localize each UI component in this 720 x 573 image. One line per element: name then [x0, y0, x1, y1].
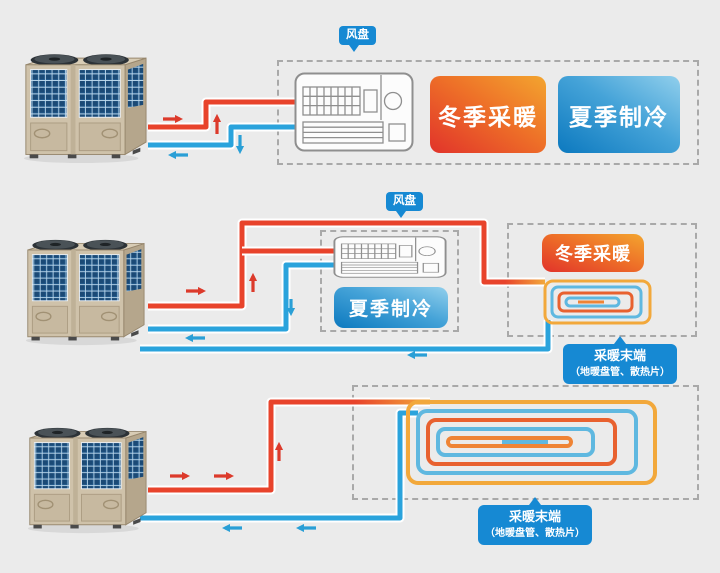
heating-terminal-subtitle: （地暖盘管、散热片）	[570, 366, 670, 378]
floor-heating-coil-small	[543, 279, 652, 325]
row3-floor-heating-dashed-box	[352, 385, 699, 500]
heating-terminal-subtitle: （地暖盘管、散热片）	[485, 527, 585, 539]
heating-terminal-label-bubble: 采暖末端 （地暖盘管、散热片）	[563, 335, 677, 385]
fan-coil-label-bubble: 风盘	[339, 26, 376, 52]
row1-pipes	[148, 97, 296, 160]
row3-pipes	[140, 397, 657, 533]
heat-pump-unit-icon	[20, 226, 150, 346]
summer-cooling-badge: 夏季制冷	[558, 76, 680, 153]
heating-terminal-title: 采暖末端	[508, 510, 561, 525]
heating-terminal-label-bubble: 采暖末端 （地暖盘管、散热片）	[478, 496, 592, 546]
row2-pipes	[140, 218, 652, 360]
row2-fan-coil-dashed-box	[320, 230, 459, 332]
fan-coil-unit-icon	[294, 72, 414, 152]
fan-coil-label-bubble: 风盘	[386, 192, 423, 218]
summer-cooling-badge: 夏季制冷	[334, 287, 448, 328]
heating-terminal-title: 采暖末端	[593, 349, 646, 364]
heat-pump-unit-icon	[18, 40, 152, 164]
winter-heating-badge: 冬季采暖	[430, 76, 546, 153]
fan-coil-unit-icon	[333, 236, 447, 278]
row1-terminal-dashed-box	[277, 60, 699, 165]
heat-pump-unit-icon	[22, 414, 152, 534]
floor-heating-coil-large	[406, 400, 657, 485]
winter-heating-badge: 冬季采暖	[542, 234, 644, 272]
